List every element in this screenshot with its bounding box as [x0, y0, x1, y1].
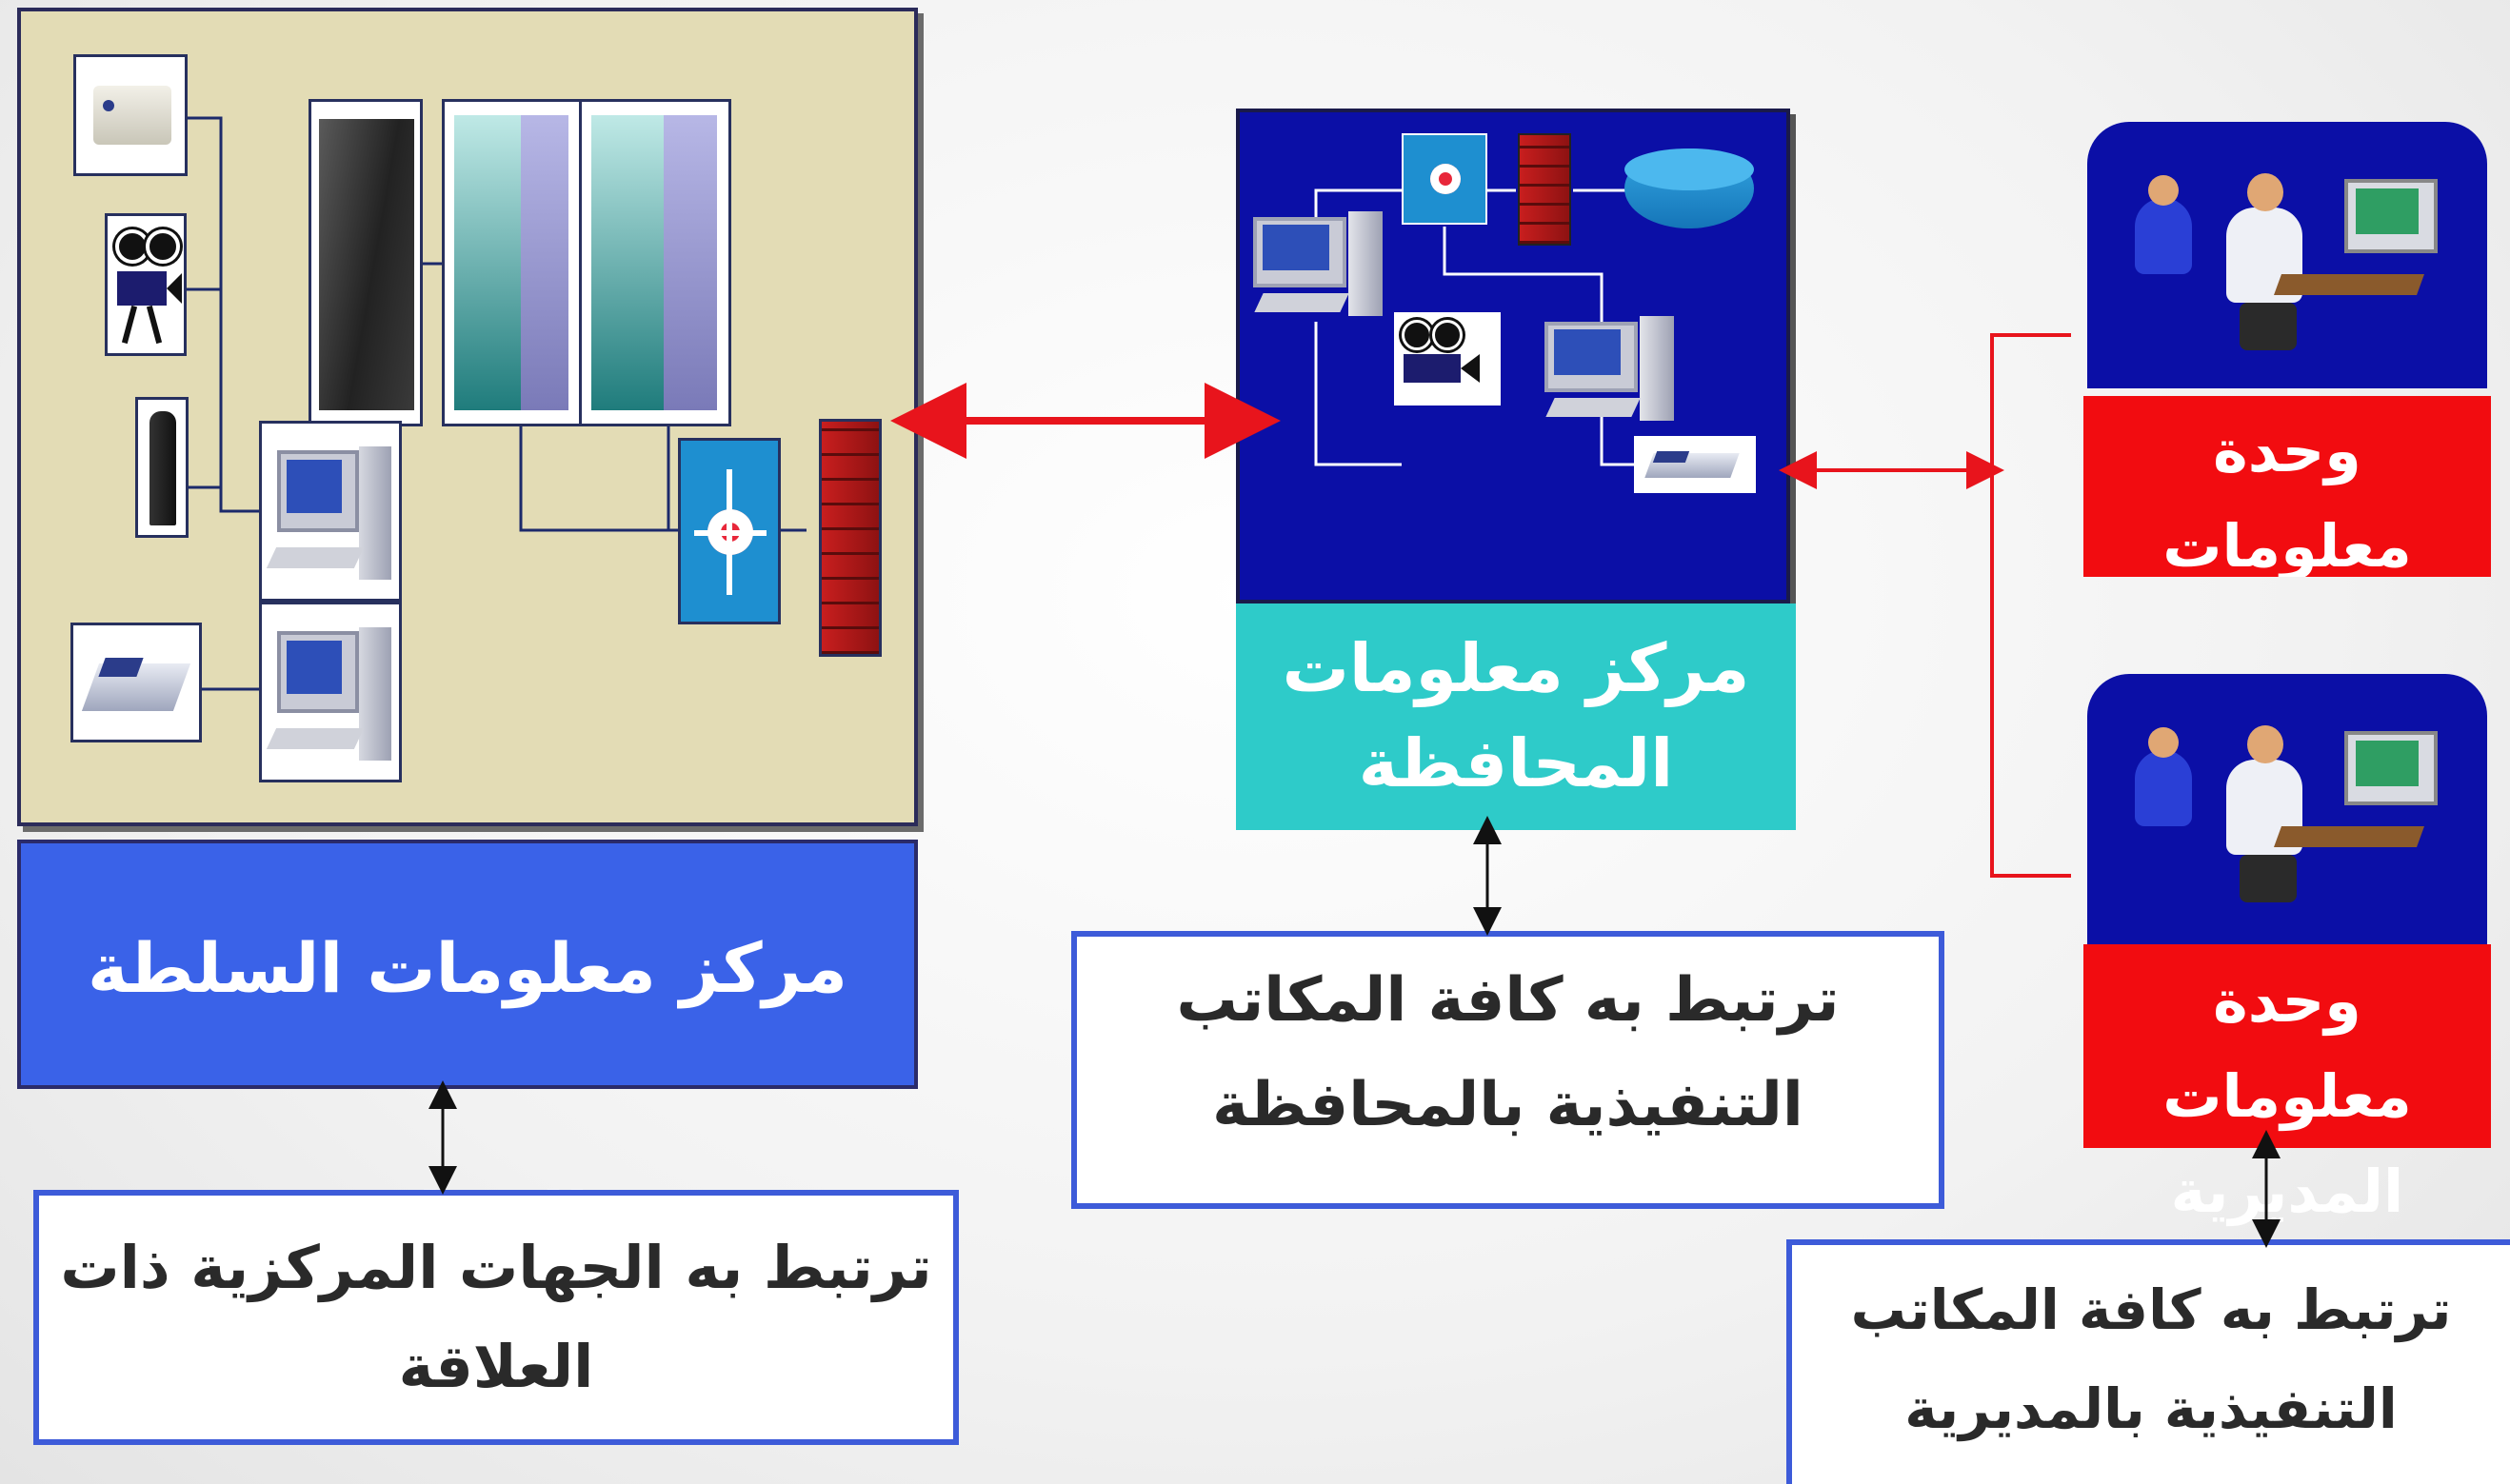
switch-icon	[678, 438, 781, 624]
workstation-icon	[259, 602, 402, 782]
governorate-note: ترتبط به كافة المكاتب التنفيذية بالمحافظ…	[1071, 931, 1944, 1209]
directorate-unit-card: وحدة معلومات المديرية	[2083, 122, 2491, 577]
scanner-icon	[1634, 436, 1756, 493]
operators-icon	[2135, 722, 2449, 912]
server-rack-icon	[442, 99, 583, 426]
server-rack-icon	[579, 99, 731, 426]
directorate-unit-title: وحدة معلومات المديرية	[2083, 396, 2491, 577]
workstation-icon	[1253, 211, 1386, 326]
operators-icon	[2135, 169, 2449, 360]
router-icon	[1624, 148, 1754, 228]
firewall-icon	[1518, 133, 1571, 246]
directorate-unit-title: وحدة معلومات المديرية	[2083, 944, 2491, 1226]
switch-icon	[1402, 133, 1487, 225]
camera-icon	[1394, 312, 1501, 406]
governorate-title: مركز معلومات المحافظة	[1236, 603, 1796, 830]
camera-icon	[105, 213, 187, 356]
server-tower-icon	[309, 99, 423, 426]
operators-image	[2087, 674, 2487, 948]
operators-image	[2087, 122, 2487, 388]
local-authority-network-panel	[17, 8, 918, 826]
workstation-icon	[1544, 316, 1678, 430]
modem-icon	[135, 397, 189, 538]
directorate-bracket	[1990, 333, 2071, 878]
governorate-network-links	[1314, 188, 1640, 466]
local-authority-note: ترتبط به الجهات المركزية ذات العلاقة	[33, 1190, 959, 1445]
governorate-network-panel	[1236, 109, 1790, 603]
directorate-note: ترتبط به كافة المكاتب التنفيذية بالمديري…	[1786, 1239, 2510, 1484]
firewall-icon	[819, 419, 882, 657]
scanner-icon	[70, 623, 202, 742]
local-authority-title: مركز معلومات السلطة المحلية	[17, 840, 918, 1257]
directorate-unit-card: وحدة معلومات المديرية	[2083, 674, 2491, 1226]
workstation-icon	[259, 421, 402, 602]
printer-icon	[73, 54, 188, 176]
